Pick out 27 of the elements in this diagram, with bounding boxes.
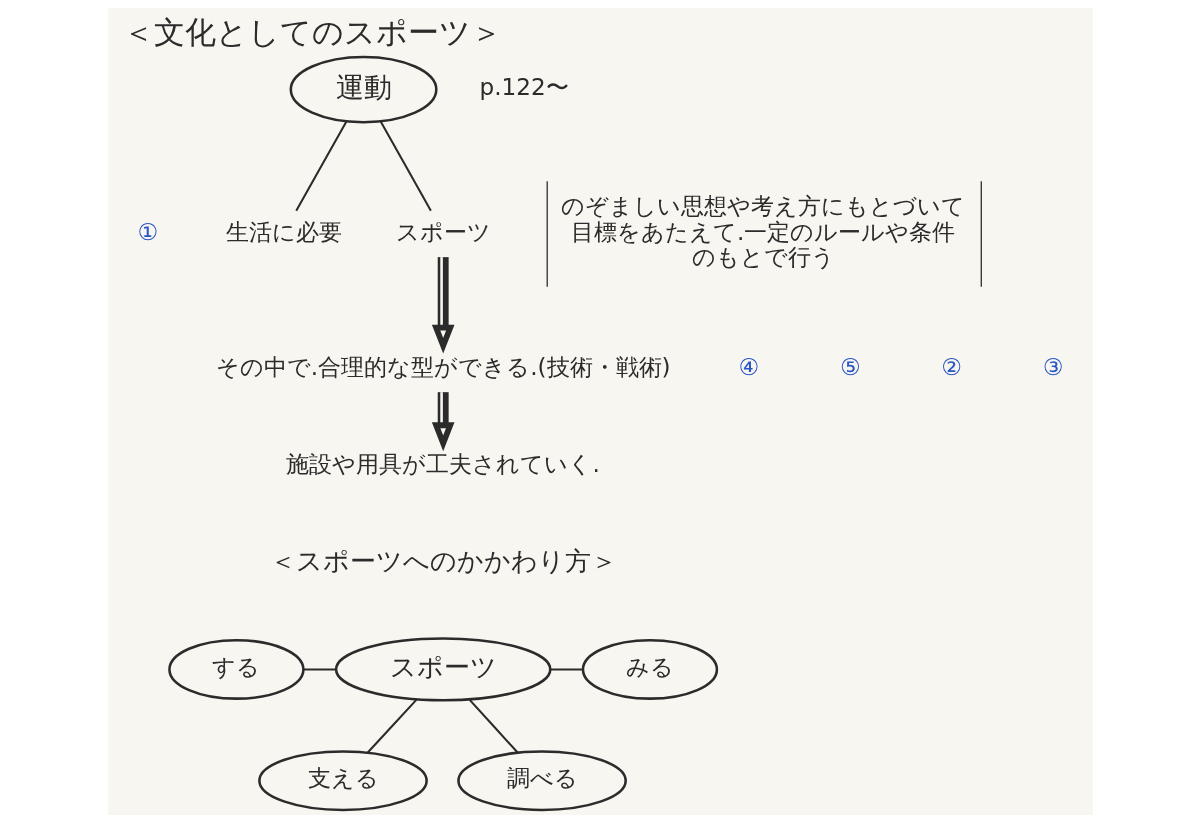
label: p.122〜 <box>479 74 569 101</box>
node-ellipse: 支える <box>257 750 428 812</box>
node-text: 施設や用具が工夫されていく. <box>286 451 600 478</box>
label: ② <box>940 353 962 380</box>
connector <box>468 699 519 754</box>
connector <box>303 668 336 671</box>
label: ⑤ <box>839 353 861 380</box>
connector <box>366 699 417 754</box>
diagram-title: ＜文化としてのスポーツ＞ <box>122 14 502 51</box>
label: ④ <box>737 353 759 380</box>
arrow <box>431 257 454 354</box>
connector <box>379 121 432 212</box>
node-ellipse: みる <box>581 638 718 700</box>
connector <box>550 668 582 671</box>
node-label: のぞましい思想や考え方にもとづいて目標をあたえて.一定のルールや条件のもとで行う <box>560 192 965 271</box>
label: ③ <box>1042 353 1064 380</box>
node-ellipse: 調べる <box>456 750 627 812</box>
node-text: 生活に必要 <box>225 218 342 245</box>
node-text: スポーツ <box>395 218 491 245</box>
label: ＜スポーツへのかかわり方＞ <box>269 546 617 577</box>
node-ellipse: 運動 <box>289 55 438 124</box>
node-ellipse: スポーツ <box>334 637 552 702</box>
node-text: その中で.合理的な型ができる.(技術・戦術) <box>215 353 671 380</box>
arrow <box>431 392 454 452</box>
node-ellipse: する <box>167 638 305 700</box>
label: ① <box>136 218 158 245</box>
connector <box>294 121 347 212</box>
